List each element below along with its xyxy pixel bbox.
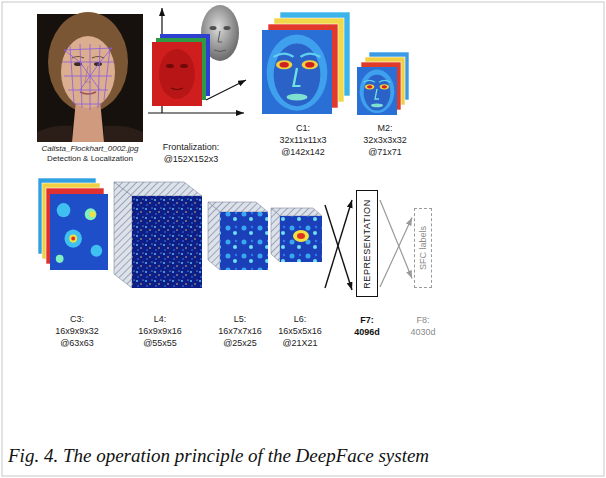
figure-caption: Fig. 4. The operation principle of the D… <box>8 445 429 467</box>
l6-block <box>271 208 322 262</box>
output-box: SFC labelsF8: 4030d <box>414 208 432 288</box>
layer-size: F8: 4030d <box>410 314 435 338</box>
file-name: Calista_Flockhart_0002.jpg <box>42 144 139 154</box>
feature-map <box>262 30 332 114</box>
layer-label: L5: 16x7x7x16 @25x25 <box>218 313 262 349</box>
full-connection <box>325 205 352 290</box>
layer-label: L4: 16x9x9x16 @55x55 <box>138 313 182 349</box>
mouth <box>80 92 96 94</box>
m2-maps <box>357 52 409 115</box>
channel-eye <box>166 64 174 68</box>
feature-map <box>220 212 268 270</box>
activation-blob <box>297 233 305 239</box>
c1-maps <box>262 12 350 114</box>
layer-label: M2: 32x3x3x32 @71x71 <box>363 122 407 158</box>
feature-map <box>280 216 322 262</box>
layer-label: C3: 16x9x9x32 @63x63 <box>55 313 99 349</box>
fc-lines <box>325 200 352 290</box>
red-channel <box>152 42 202 106</box>
block-side <box>208 202 220 270</box>
feature-map <box>357 67 397 115</box>
axis-arrow <box>148 112 244 113</box>
layer-size: F7: 4096d <box>354 314 380 338</box>
landmark-mesh <box>62 44 114 110</box>
l4-block <box>114 182 202 288</box>
box-title: SFC labels <box>418 226 428 270</box>
step-label: Detection & Localization <box>47 154 133 164</box>
block-side <box>271 208 280 262</box>
connector <box>380 200 412 287</box>
frontalization-figure <box>148 5 246 113</box>
c3-maps <box>38 178 108 270</box>
face-photo <box>37 12 143 142</box>
l5-block <box>208 202 268 270</box>
channel-mouth <box>171 88 183 90</box>
feature-map <box>50 194 108 270</box>
model-eye <box>210 26 217 30</box>
representation-box: REPRESENTATIONF7: 4096d <box>356 190 378 297</box>
hair <box>48 12 128 112</box>
layer-label: L6: 16x5x5x16 @21X21 <box>278 313 322 349</box>
model-eye <box>224 26 231 30</box>
connector-line <box>380 200 412 278</box>
block-side <box>114 182 132 288</box>
axis-arrow <box>206 80 246 100</box>
model-features <box>214 31 226 52</box>
layer-label: C1: 32x11x11x3 @142x142 <box>279 122 326 158</box>
box-title: REPRESENTATION <box>362 199 372 289</box>
shoulder <box>37 126 72 142</box>
feature-map <box>132 196 202 288</box>
step-label: Frontalization: @152X152x3 <box>163 141 220 165</box>
connector-line <box>380 218 412 287</box>
shoulder <box>104 126 143 142</box>
channel-face <box>159 49 195 99</box>
channel-eye <box>180 64 188 68</box>
activation-blob <box>293 230 309 242</box>
full-connection <box>325 200 352 288</box>
